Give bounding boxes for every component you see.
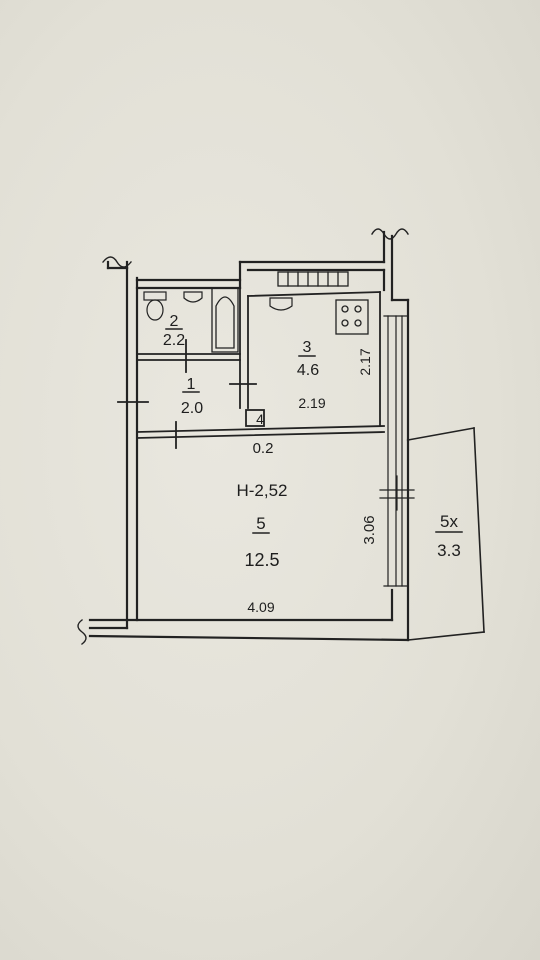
fraction-bars: [165, 328, 463, 534]
room-1-number: 1: [187, 376, 196, 393]
room-4-number: 4: [256, 411, 264, 427]
balcony: [407, 427, 485, 641]
stove: [335, 299, 369, 335]
toilet: [143, 291, 167, 321]
window-right: [379, 315, 415, 587]
dim-kitchen-depth: 2.17: [357, 348, 373, 375]
room-2-number: 2: [170, 313, 179, 330]
balcony-number: 5х: [440, 512, 458, 531]
dim-living-width: 4.09: [247, 599, 274, 615]
break-marks: [77, 228, 409, 645]
room-5-area: 12.5: [244, 550, 279, 570]
dim-living-depth: 3.06: [361, 515, 378, 544]
room-1-area: 2.0: [181, 400, 203, 417]
dim-kitchen-width: 2.19: [298, 395, 325, 411]
room-3-number: 3: [303, 339, 312, 356]
radiator: [277, 271, 349, 287]
outer-walls: [88, 230, 410, 642]
room-5-number: 5: [256, 514, 265, 533]
room-2-area: 2.2: [163, 332, 185, 349]
balcony-area: 3.3: [437, 541, 461, 560]
kitchen-sink: [269, 297, 293, 311]
interior-walls: [117, 287, 385, 449]
bathtub: [211, 287, 239, 353]
room-3-area: 4.6: [297, 362, 319, 379]
sink: [183, 291, 203, 303]
ceiling-height: Н-2,52: [236, 481, 287, 500]
room-4-area: 0.2: [253, 440, 274, 457]
